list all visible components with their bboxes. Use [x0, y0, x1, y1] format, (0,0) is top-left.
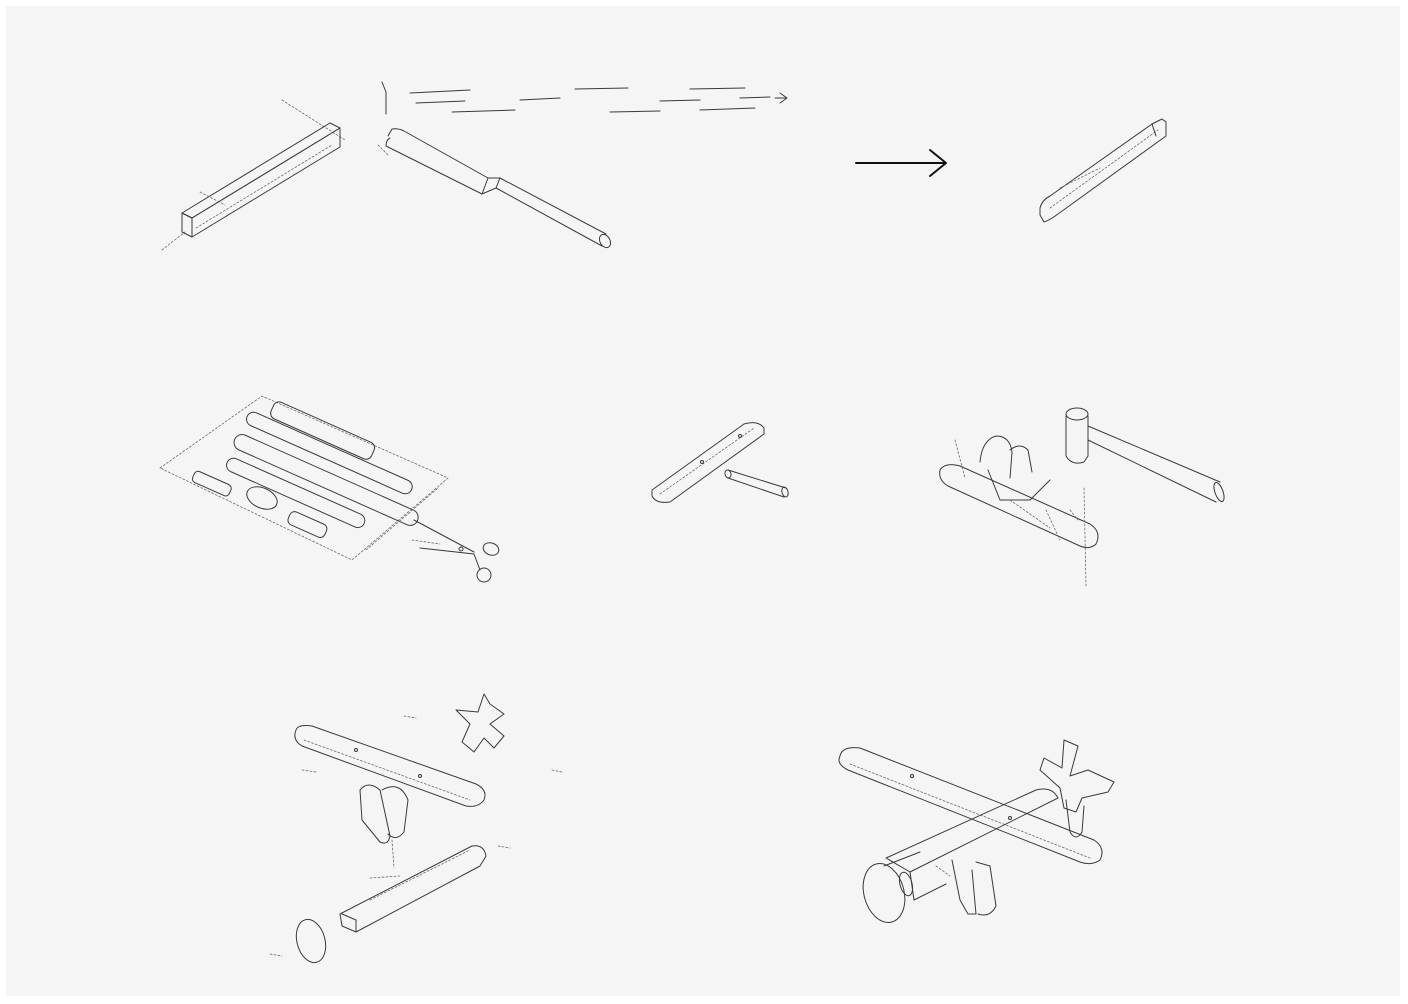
scissors-icon: [411, 519, 500, 583]
tail-assembly-icon: [939, 435, 1099, 587]
square-dowel-stock-icon: [161, 99, 346, 251]
wheel-icon: [269, 918, 327, 964]
step-raw-stock-and-chisel: [161, 81, 788, 251]
fuselage-icon: [339, 845, 511, 933]
step-exploded-airplane: [269, 693, 563, 964]
propeller-icon: [403, 693, 563, 773]
arrow-right-icon: [855, 149, 947, 177]
step-hammer-assembly: [939, 407, 1225, 587]
template-sheet-icon: [159, 395, 449, 561]
step-transition-arrow: [855, 149, 947, 177]
step-assembled-airplane: [838, 739, 1115, 923]
chisel-icon: [377, 128, 612, 249]
strut-icon: [359, 784, 409, 869]
pin-icon: [724, 469, 789, 498]
step-template-sheet-and-scissors: [159, 395, 500, 583]
dashed-motion-arrow-icon: [381, 81, 788, 115]
diagram-canvas: [6, 6, 1400, 996]
step-wing-strut-and-pin: [651, 422, 789, 503]
hammer-icon: [1065, 407, 1225, 503]
wing-piece-icon: [651, 422, 765, 503]
step-shaped-fuselage-blank: [1039, 118, 1167, 223]
wing-icon: [294, 725, 486, 807]
biplane-icon: [838, 739, 1115, 923]
shaped-fuselage-icon: [1039, 118, 1167, 223]
